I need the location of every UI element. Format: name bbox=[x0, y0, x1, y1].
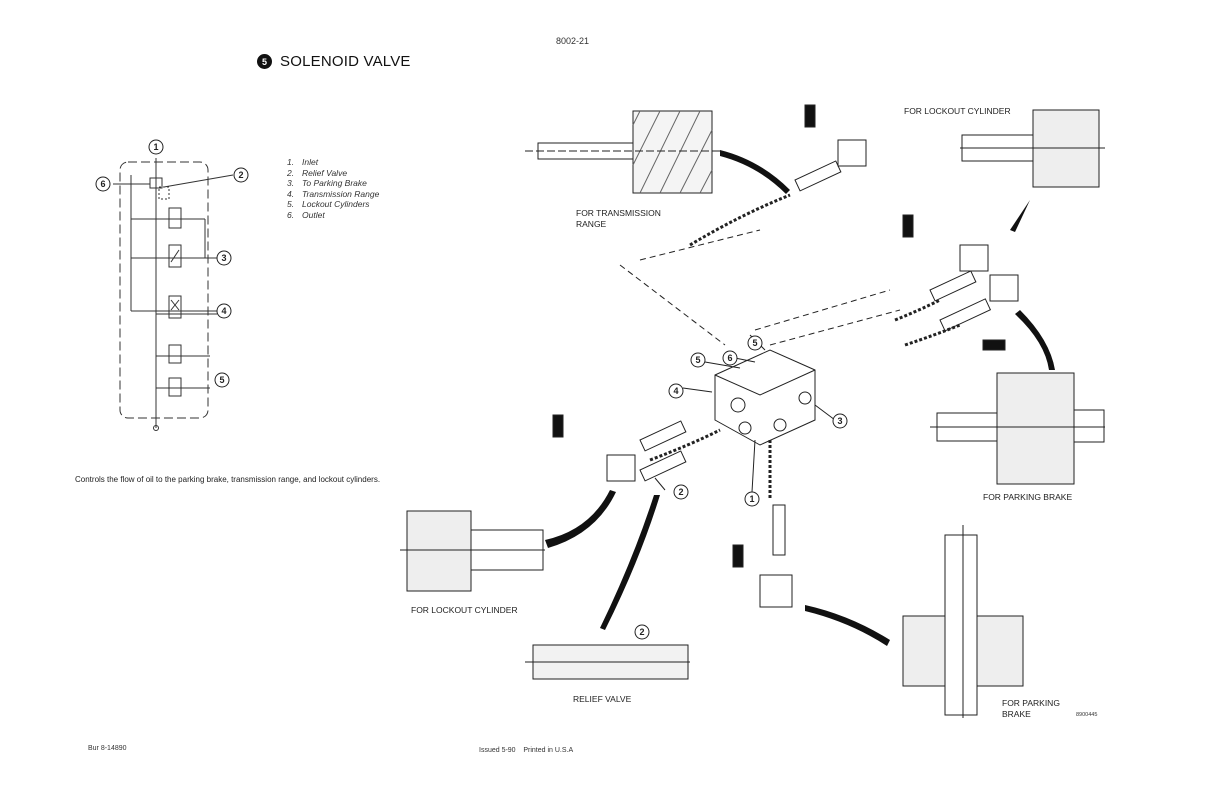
callout-3 bbox=[216, 250, 232, 266]
electrical-connector bbox=[804, 104, 816, 128]
callout-5b-label: 5 bbox=[695, 355, 700, 365]
electrical-connector bbox=[902, 214, 914, 238]
electrical-connector bbox=[552, 414, 564, 438]
figure-number: 8900445 bbox=[1076, 712, 1098, 718]
electrical-connector bbox=[982, 339, 1006, 351]
solenoid-cartridge bbox=[772, 504, 786, 556]
solenoid-coil bbox=[989, 274, 1019, 302]
callout-1 bbox=[148, 139, 164, 155]
port bbox=[730, 397, 746, 413]
solenoid-cartridge bbox=[794, 160, 842, 192]
caption-relief-valve: RELIEF VALVE bbox=[573, 694, 632, 704]
detail-parking-brake-bottom bbox=[902, 525, 1024, 718]
callout-2-label: 2 bbox=[238, 170, 243, 180]
detail-lockout-cylinder-left bbox=[400, 510, 545, 592]
detail-relief-valve bbox=[525, 644, 690, 680]
drain-port bbox=[153, 425, 159, 431]
callout-6-label: 6 bbox=[100, 179, 105, 189]
schematic-housing bbox=[119, 161, 209, 419]
footer-document-number: Bur 8-14890 bbox=[88, 745, 127, 752]
detail-parking-brake-right bbox=[930, 372, 1105, 485]
callout-1-label: 1 bbox=[749, 494, 754, 504]
detail-lockout-cylinder-top bbox=[960, 109, 1105, 188]
callout-5a-label: 5 bbox=[752, 338, 757, 348]
callout-1-label: 1 bbox=[153, 142, 158, 152]
valve-symbol bbox=[168, 207, 182, 229]
solenoid-coil bbox=[959, 244, 989, 272]
detail-pointers bbox=[545, 150, 1055, 646]
section-heading: SOLENOID VALVE bbox=[280, 53, 411, 70]
callout-4 bbox=[216, 303, 232, 319]
caption-lockout-cylinder-left: FOR LOCKOUT CYLINDER bbox=[411, 605, 518, 615]
solenoid-cartridge bbox=[639, 420, 687, 452]
callout-3-label: 3 bbox=[221, 253, 226, 263]
callout-1 bbox=[744, 491, 760, 507]
caption-lockout-cylinder-top: FOR LOCKOUT CYLINDER bbox=[904, 106, 1011, 116]
section-title: 5 SOLENOID VALVE bbox=[257, 53, 411, 70]
description: Controls the flow of oil to the parking … bbox=[75, 475, 381, 484]
legend-item: 3.To Parking Brake bbox=[287, 178, 367, 188]
valve-symbol bbox=[168, 244, 182, 268]
solenoid-cartridge bbox=[939, 298, 992, 332]
caption-transmission-range: FOR TRANSMISSION RANGE bbox=[576, 208, 661, 229]
callout-5-label: 5 bbox=[219, 375, 224, 385]
solenoid-coil bbox=[759, 574, 793, 608]
callout-5 bbox=[214, 372, 230, 388]
page-number: 8002-21 bbox=[556, 36, 590, 46]
caption-parking-brake-right: FOR PARKING BRAKE bbox=[983, 492, 1073, 502]
manifold-block bbox=[714, 349, 816, 446]
section-number-badge: 5 bbox=[257, 54, 272, 69]
legend-item: 4.Transmission Range bbox=[287, 188, 380, 199]
callout-2 bbox=[673, 484, 689, 500]
callout-4-label: 4 bbox=[221, 306, 226, 316]
detail-transmission-range bbox=[525, 110, 720, 194]
callout-6 bbox=[95, 176, 111, 192]
valve-symbol bbox=[168, 295, 182, 319]
solenoid-cartridge bbox=[639, 450, 687, 482]
relief-valve-callout-label: 2 bbox=[639, 627, 644, 637]
caption-parking-brake-bottom: FOR PARKING BRAKE bbox=[1002, 698, 1060, 719]
legend-item: 2.Relief Valve bbox=[287, 167, 348, 178]
relief-valve-symbol bbox=[149, 177, 163, 189]
legend-item: 6.Outlet bbox=[287, 209, 325, 220]
callout-5a bbox=[747, 335, 763, 351]
legend: 1.Inlet 2.Relief Valve 3.To Parking Brak… bbox=[287, 157, 379, 220]
legend-item: 1.Inlet bbox=[287, 157, 319, 167]
callout-3-label: 3 bbox=[837, 416, 842, 426]
callout-6-label: 6 bbox=[727, 353, 732, 363]
callout-2 bbox=[233, 167, 249, 183]
legend-item: 5.Lockout Cylinders bbox=[287, 199, 370, 209]
port bbox=[798, 391, 812, 405]
relief-valve-callout bbox=[634, 624, 650, 640]
exploded-assembly bbox=[552, 104, 1019, 608]
valve-symbol bbox=[168, 344, 182, 364]
callout-5b bbox=[690, 352, 706, 368]
callout-3 bbox=[832, 413, 848, 429]
port bbox=[738, 421, 752, 435]
callout-4 bbox=[668, 383, 684, 399]
solenoid-coil bbox=[837, 139, 867, 167]
solenoid-coil bbox=[606, 454, 636, 482]
solenoid-cartridge bbox=[929, 270, 977, 302]
callout-4-label: 4 bbox=[673, 386, 678, 396]
valve-symbol bbox=[168, 377, 182, 397]
footer-issue-info: Issued 5-90 Printed in U.S.A bbox=[479, 747, 574, 754]
callout-6 bbox=[722, 350, 738, 366]
callout-2-label: 2 bbox=[678, 487, 683, 497]
port bbox=[773, 418, 787, 432]
electrical-connector bbox=[732, 544, 744, 568]
